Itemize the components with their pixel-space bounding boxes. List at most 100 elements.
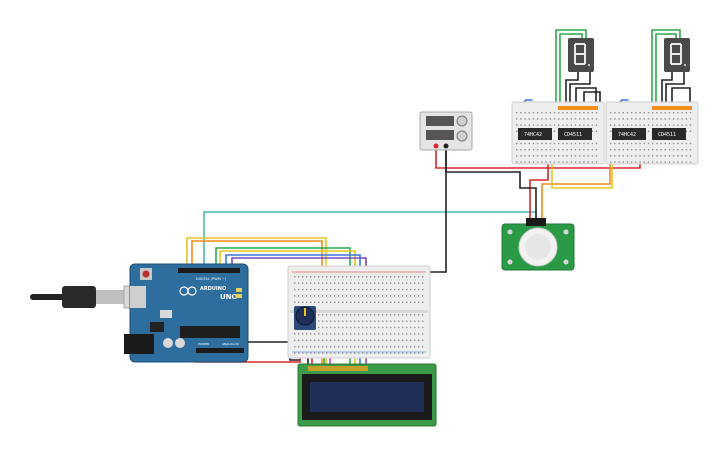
bb-hole (622, 124, 624, 126)
bb-hole (354, 346, 356, 348)
bb-hole (318, 288, 320, 291)
bb-hole (318, 295, 320, 297)
bb-hole (382, 333, 384, 335)
bb-hole (314, 276, 316, 278)
bb-hole (342, 333, 344, 335)
bb-hole (520, 149, 522, 151)
small-breadboard-1[interactable]: 74HC42 CD4511 (511, 101, 605, 165)
bb-hole (610, 112, 612, 114)
pir-mount-hole-2 (563, 229, 569, 235)
bb-hole (587, 124, 589, 126)
arduino-uno-board[interactable]: DIGITAL (PWM ~) ARDUINO UNO POWER ANALOG… (124, 263, 249, 363)
ps-knob-current[interactable] (456, 130, 468, 142)
bb-hole (537, 124, 539, 126)
bb-hole (322, 301, 324, 303)
bb-hole (386, 301, 388, 303)
ps-terminal-positive[interactable] (433, 143, 439, 149)
bb-hole (310, 282, 312, 284)
bb-hole (595, 149, 598, 151)
small-bb2-pin-strip (652, 106, 692, 110)
wire-black-seg1-a (565, 71, 579, 107)
bb-hole (374, 320, 376, 322)
lcd-16x2[interactable] (297, 363, 437, 427)
small-breadboard-2[interactable]: 74HC42 CD4511 (605, 101, 699, 165)
bb-hole (673, 112, 675, 114)
bb-hole (298, 288, 300, 291)
ps-terminal-negative[interactable] (443, 143, 449, 149)
bb-hole (338, 295, 340, 297)
bb-hole (366, 339, 368, 341)
bb-hole (532, 155, 535, 157)
bb-hole (610, 149, 612, 151)
bb-hole (322, 333, 324, 335)
bb-hole (310, 276, 312, 278)
chip-74hc42-2[interactable] (612, 128, 646, 140)
bb-hole (574, 112, 577, 114)
bb-hole (314, 288, 316, 291)
bb-hole (378, 282, 380, 284)
bb-hole (314, 301, 316, 303)
bb-hole (374, 301, 376, 303)
bb-hole (358, 352, 360, 354)
bb-hole (394, 282, 396, 284)
bb-hole (370, 301, 372, 303)
bb-hole (668, 142, 671, 145)
bb-hole (298, 276, 300, 278)
bb-hole (520, 112, 522, 114)
chip-cd4511-1[interactable] (558, 128, 592, 140)
bb-hole (618, 112, 620, 114)
bb-hole (618, 142, 620, 145)
bb-hole (626, 124, 629, 126)
ps-knob-voltage[interactable] (456, 115, 468, 127)
bb-hole (545, 161, 547, 163)
bb-hole (414, 288, 416, 291)
pir-motion-sensor[interactable] (501, 218, 575, 271)
bb-hole (553, 149, 556, 151)
bb-hole (639, 155, 641, 157)
bb-hole (414, 276, 416, 278)
bb-hole (614, 124, 616, 126)
arduino-model: UNO (220, 293, 238, 301)
bb-hole (342, 288, 344, 291)
seven-segment-display-2[interactable] (664, 38, 690, 72)
bb-hole (614, 118, 616, 120)
bb-hole (342, 276, 344, 278)
bb-hole (537, 142, 539, 145)
bb-hole (402, 346, 404, 348)
bb-hole (541, 161, 543, 163)
bb-hole (350, 326, 352, 329)
bb-hole (358, 339, 360, 341)
bb-hole (402, 314, 404, 316)
bb-hole (583, 112, 585, 114)
bb-hole (366, 276, 368, 278)
bb-hole (410, 339, 412, 341)
main-breadboard[interactable] (287, 265, 431, 359)
wire-yellow-top (186, 237, 327, 271)
bb-hole (677, 161, 679, 163)
bb-hole (516, 161, 518, 163)
bb-hole (410, 333, 412, 335)
bb-hole (579, 161, 581, 163)
power-supply[interactable] (419, 111, 473, 151)
bb-hole (595, 155, 598, 157)
reset-button[interactable] (142, 270, 150, 278)
bb-hole (579, 155, 581, 157)
bb-hole (595, 130, 598, 132)
chip-74hc42-1[interactable] (518, 128, 552, 140)
bb-hole (414, 314, 416, 316)
bb-hole (302, 346, 304, 348)
bb-hole (681, 142, 683, 145)
bb-hole (298, 295, 300, 297)
bb-hole (647, 112, 650, 114)
bb-hole (406, 295, 408, 297)
potentiometer[interactable] (294, 306, 316, 330)
chip-cd4511-2[interactable] (652, 128, 686, 140)
bb-hole (306, 295, 308, 297)
seven-segment-display-1[interactable] (568, 38, 594, 72)
bb-hole (346, 288, 348, 291)
arduino-logo-icon (179, 286, 197, 296)
bb-hole (358, 320, 360, 322)
bb-hole (626, 118, 629, 120)
bb-hole (566, 112, 568, 114)
bb-hole (346, 282, 348, 284)
